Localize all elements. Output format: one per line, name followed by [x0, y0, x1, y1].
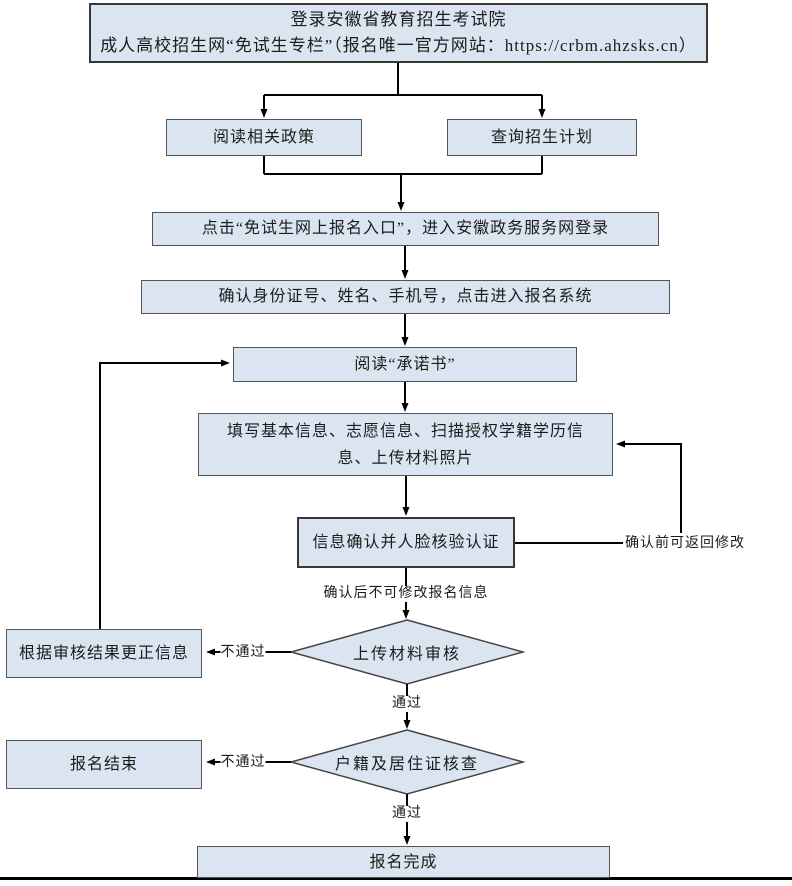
edge-before-confirm-return	[616, 440, 682, 533]
node-fill-info-label: 填写基本信息、志愿信息、扫描授权学籍学历信息、上传材料照片	[226, 422, 584, 467]
node-click-entry-label: 点击“免试生网上报名入口”，进入安徽政务服务网登录	[201, 220, 610, 237]
label-after-confirm: 确认后不可修改报名信息	[323, 586, 489, 602]
node-read-policy: 阅读相关政策	[166, 119, 362, 156]
node-registration-complete: 报名完成	[197, 846, 610, 878]
node-correct-info-label: 根据审核结果更正信息	[18, 644, 189, 662]
node-fill-info: 填写基本信息、志愿信息、扫描授权学籍学历信息、上传材料照片	[198, 413, 613, 476]
label-residence-pass: 通过	[392, 806, 422, 822]
node-read-commitment: 阅读“承诺书”	[233, 347, 577, 382]
node-registration-end: 报名结束	[6, 740, 202, 789]
node-login-line1: 登录安徽省教育招生考试院	[290, 10, 507, 29]
node-confirm-identity: 确认身份证号、姓名、手机号，点击进入报名系统	[141, 280, 670, 314]
label-material-fail: 不通过	[220, 645, 266, 661]
node-query-plan: 查询招生计划	[447, 119, 637, 156]
label-material-pass: 通过	[392, 696, 422, 712]
node-read-commitment-label: 阅读“承诺书”	[354, 355, 456, 373]
node-face-verification-label: 信息确认并人脸核验认证	[312, 533, 500, 551]
node-registration-end-label: 报名结束	[69, 755, 138, 773]
label-residence-fail: 不通过	[220, 755, 266, 771]
edge-correct-feedback	[99, 359, 230, 629]
node-read-policy-label: 阅读相关政策	[212, 128, 315, 146]
decision-residence-check-label: 户籍及居住证核查	[334, 756, 480, 773]
label-before-confirm: 确认前可返回修改	[625, 536, 745, 552]
node-query-plan-label: 查询招生计划	[490, 128, 593, 146]
node-login-line2: 成人高校招生网“免试生专栏”（报名唯一官方网站：https://crbm.ahz…	[100, 36, 697, 55]
decision-material-review-label: 上传材料审核	[352, 646, 462, 663]
node-confirm-identity-label: 确认身份证号、姓名、手机号，点击进入报名系统	[218, 288, 593, 305]
node-click-entry: 点击“免试生网上报名入口”，进入安徽政务服务网登录	[152, 212, 659, 246]
node-correct-info: 根据审核结果更正信息	[6, 629, 202, 678]
node-face-verification: 信息确认并人脸核验认证	[297, 517, 515, 568]
node-login: 登录安徽省教育招生考试院 成人高校招生网“免试生专栏”（报名唯一官方网站：htt…	[89, 3, 708, 63]
node-registration-complete-label: 报名完成	[369, 854, 438, 871]
